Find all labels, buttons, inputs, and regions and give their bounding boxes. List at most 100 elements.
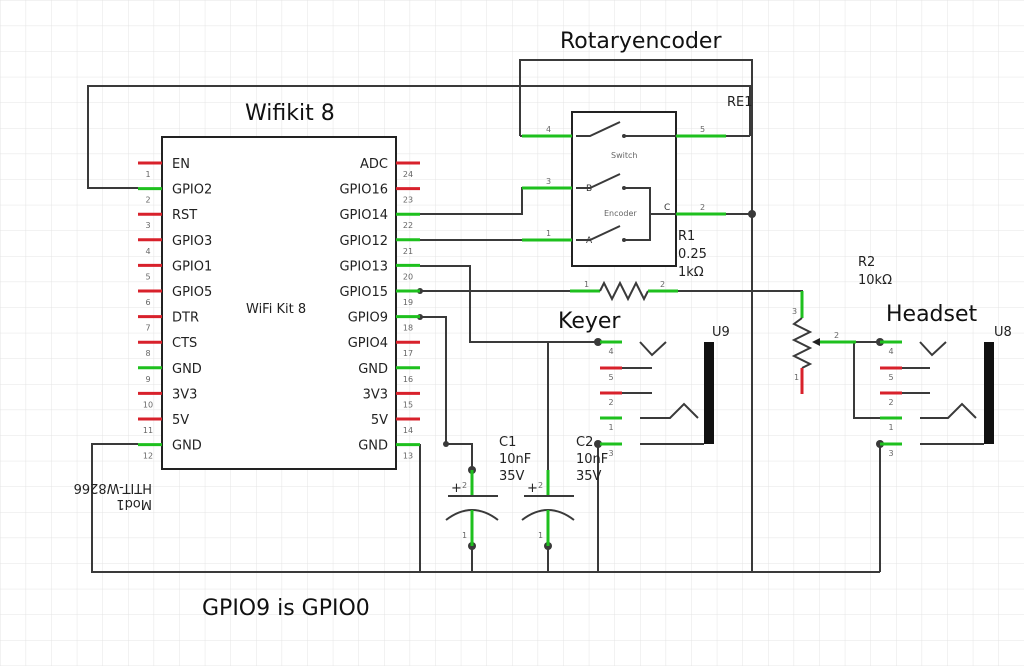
wire-headset-loop — [853, 342, 880, 419]
junction-dot — [594, 338, 602, 346]
wifikit-title: Wifikit 8 — [245, 101, 335, 126]
c2-plus: + — [527, 481, 538, 496]
r2-pin-num-2: 2 — [834, 331, 839, 340]
wifikit-pin-name: GPIO12 — [339, 234, 388, 249]
wifikit-pin-name: GPIO5 — [172, 285, 212, 300]
wires — [87, 59, 984, 573]
jack-pin-number: 5 — [608, 373, 613, 382]
wifikit-pin-number: 17 — [403, 349, 413, 358]
wifikit8-mirrored-label: Mod1 HTIT-W8266 — [74, 480, 152, 511]
encoder-pin-num-1: 1 — [546, 229, 551, 238]
junction-dot — [594, 440, 602, 448]
wifikit-pin-name: EN — [172, 157, 190, 172]
c2-volt: 35V — [576, 469, 602, 484]
c1-pin-num-1: 1 — [462, 531, 467, 540]
wifikit-pin-number: 15 — [403, 400, 413, 409]
wifikit8-left-pins: 1EN2GPIO23RST4GPIO35GPIO16GPIO57DTR8CTS9… — [138, 157, 212, 461]
r1-pin-num-2: 2 — [660, 280, 665, 289]
c1-pin-num-2: 2 — [462, 481, 467, 490]
c1-cap: 10nF — [499, 452, 531, 467]
wifikit-pin-name: GPIO3 — [172, 234, 212, 249]
wifikit-pin-number: 20 — [403, 272, 413, 281]
c2-ref: C2 — [576, 435, 593, 450]
encoder-b-contact — [576, 173, 621, 189]
wifikit-pin-name: GPIO13 — [339, 259, 388, 274]
wifikit-pin-number: 5 — [145, 272, 150, 281]
jack-pin-number: 4 — [888, 347, 893, 356]
u9-ref: U9 — [712, 325, 730, 340]
r2-wiper-arrow — [812, 338, 820, 346]
r1-ref: R1 — [678, 229, 695, 244]
jack-pin-number: 1 — [608, 423, 613, 432]
wifikit8-body — [161, 136, 397, 470]
mirrored-label-line2: HTIT-W8266 — [74, 480, 152, 495]
headset-title: Headset — [886, 302, 978, 327]
wifikit-pin-number: 24 — [403, 170, 413, 179]
wifikit-pin-name: GND — [172, 439, 202, 454]
wifikit-pin-number: 14 — [403, 426, 413, 435]
wire-headset-tip — [919, 341, 947, 357]
wifikit-pin-name: GPIO4 — [348, 336, 388, 351]
wifikit8-right-pins: 24ADC23GPIO1622GPIO1421GPIO1220GPIO1319G… — [339, 157, 420, 461]
c1-volt: 35V — [499, 469, 525, 484]
wifikit-pin-number: 12 — [143, 452, 153, 461]
rotary-encoder-title: Rotaryencoder — [560, 29, 722, 54]
u8-pins: 4 5 2 1 3 — [880, 340, 902, 458]
capacitor-c1: + 2 1 C1 10nF 35V — [445, 435, 531, 546]
rotary-encoder-re1: RE1 Switch Encoder B A C 4 3 1 5 2 — [522, 95, 753, 267]
r1-value2: 1kΩ — [678, 265, 704, 280]
wifikit8-module: WiFi Kit 8 1EN2GPIO23RST4GPIO35GPIO16GPI… — [74, 136, 420, 511]
wire-gpio2-to-encoder — [87, 85, 751, 189]
encoder-pin-num-5: 5 — [700, 125, 705, 134]
wifikit-pin-name: 3V3 — [172, 387, 197, 402]
wifikit-pin-number: 2 — [145, 196, 150, 205]
wifikit-pin-name: 5V — [172, 413, 189, 428]
r2-ref: R2 — [858, 255, 875, 270]
jack-pin-number: 2 — [888, 398, 893, 407]
wifikit-pin-number: 18 — [403, 324, 413, 333]
encoder-pin-num-2: 2 — [700, 203, 705, 212]
wifikit-pin-number: 22 — [403, 221, 413, 230]
wire-ground-rail — [91, 443, 880, 573]
r1-zigzag — [599, 280, 649, 302]
wifikit-pin-number: 23 — [403, 196, 413, 205]
junction-dot — [443, 441, 449, 447]
c2-pin-num-2: 2 — [538, 481, 543, 490]
wifikit-pin-number: 13 — [403, 452, 413, 461]
wire-keyer-ring — [640, 402, 699, 419]
encoder-pin-num-4: 4 — [546, 125, 551, 134]
wifikit-pin-name: GPIO1 — [172, 259, 212, 274]
wifikit-pin-name: RST — [172, 208, 197, 223]
keyer-title: Keyer — [558, 309, 621, 334]
wire-gpio13-to-keyer — [420, 265, 598, 343]
wire-encoder-common-rail — [519, 59, 753, 572]
wifikit-pin-number: 9 — [145, 375, 150, 384]
wifikit-pin-name: GPIO15 — [339, 285, 388, 300]
wifikit-pin-name: GPIO2 — [172, 183, 212, 198]
jack-pin-number: 5 — [888, 373, 893, 382]
jack-pin-number: 1 — [888, 423, 893, 432]
wifikit-pin-name: GPIO14 — [339, 208, 388, 223]
junction-dot — [748, 210, 756, 218]
wifikit-pin-name: GND — [358, 439, 388, 454]
wifikit-pin-number: 16 — [403, 375, 413, 384]
wifikit-pin-name: 3V3 — [363, 387, 388, 402]
gpio-note: GPIO9 is GPIO0 — [202, 596, 370, 621]
wifikit-pin-number: 10 — [143, 400, 153, 409]
wifikit-pin-name: GND — [358, 362, 388, 377]
wifikit8-inner-label: WiFi Kit 8 — [246, 302, 306, 317]
wifikit-pin-name: CTS — [172, 336, 197, 351]
encoder-pin-num-3: 3 — [546, 177, 551, 186]
wifikit-pin-number: 7 — [145, 324, 150, 333]
wire-headset-ring — [920, 402, 977, 419]
wifikit-pin-number: 3 — [145, 221, 150, 230]
resistor-r1: 1 2 R1 0.25 1kΩ — [570, 229, 707, 302]
jack-pin-number: 4 — [608, 347, 613, 356]
jack-pin-number: 3 — [888, 449, 893, 458]
c2-cap: 10nF — [576, 452, 608, 467]
wire-keyer-tip — [639, 341, 667, 357]
